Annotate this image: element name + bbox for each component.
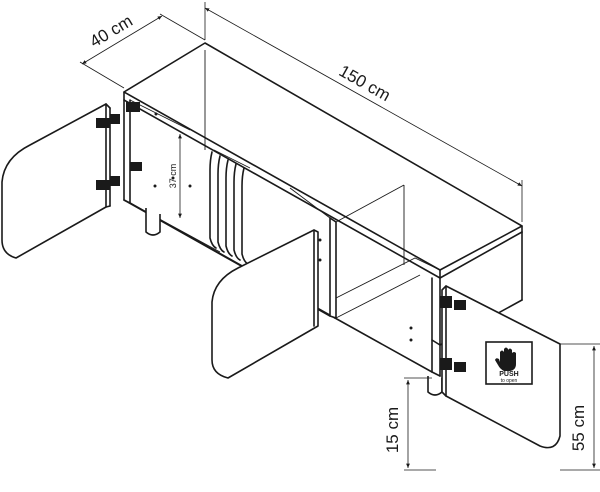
- leg-right: [427, 376, 443, 396]
- leg-height-label: 15 cm: [383, 407, 402, 453]
- leg-left: [145, 208, 161, 236]
- leg-height-dimension: 15 cm: [383, 377, 436, 471]
- hinge-icon: [440, 296, 466, 372]
- middle-divider: [329, 217, 337, 319]
- top-panel: [123, 42, 523, 271]
- middle-door: [211, 229, 319, 379]
- inner-height-dimension: 37 cm: [168, 134, 182, 218]
- hinge-plates: [126, 102, 142, 171]
- inner-height-label: 37 cm: [168, 164, 178, 189]
- total-height-label: 55 cm: [569, 405, 588, 451]
- width-label: 150 cm: [336, 61, 394, 105]
- shelf-holes: [153, 112, 413, 342]
- left-door: [1, 103, 120, 259]
- legs: [145, 208, 443, 396]
- badge-subtitle: to open: [501, 378, 518, 384]
- hinge-icon: [96, 114, 120, 190]
- hand-icon: [495, 347, 516, 371]
- total-height-dimension: 55 cm: [560, 343, 600, 471]
- depth-label: 40 cm: [86, 11, 135, 51]
- badge-title: PUSH: [499, 371, 518, 378]
- right-side-panel: [431, 277, 441, 346]
- push-to-open-badge: PUSH to open: [485, 341, 533, 385]
